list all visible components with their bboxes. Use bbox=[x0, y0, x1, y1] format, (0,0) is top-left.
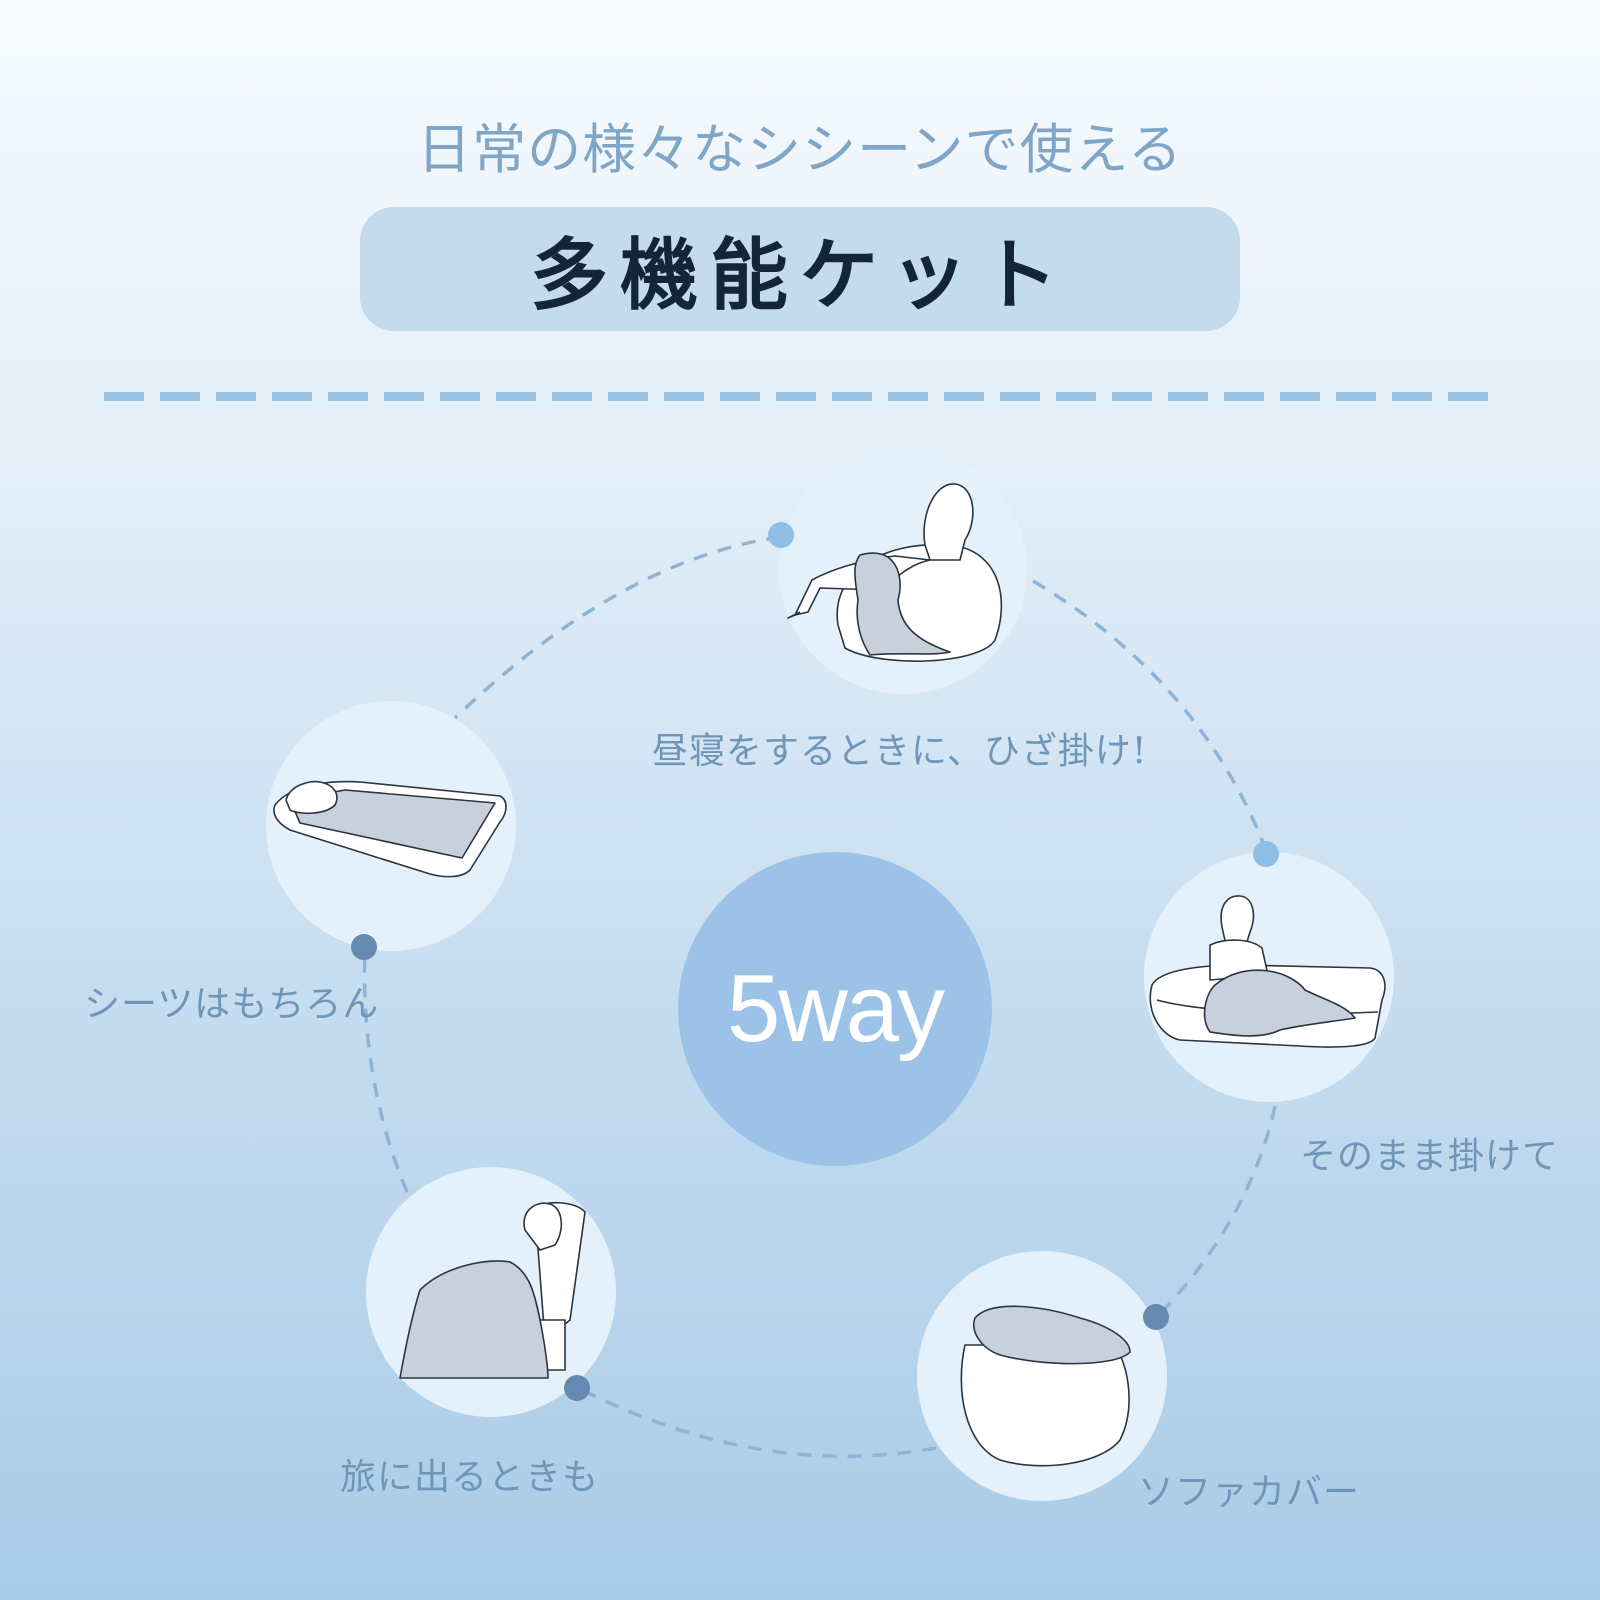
center-circle bbox=[678, 852, 992, 1166]
title-banner: 多機能ケット bbox=[360, 207, 1240, 331]
dashed-connectors bbox=[362, 535, 1277, 1458]
page-title: 多機能ケット bbox=[529, 231, 1070, 321]
subtitle: 日常の様々なシシーンで使える bbox=[417, 118, 1183, 181]
center-label: 5way bbox=[726, 955, 945, 1062]
person-on-mattress-with-blanket-icon bbox=[1149, 895, 1386, 1048]
connector-dot-3 bbox=[1143, 1304, 1169, 1330]
connector-dot-5 bbox=[351, 934, 377, 960]
connector-3 bbox=[1156, 1105, 1277, 1318]
connector-dot-2 bbox=[1253, 841, 1279, 867]
connector-5 bbox=[362, 947, 409, 1193]
use-label-1: 昼寝をするときに、ひざ掛け! bbox=[652, 731, 1148, 772]
connector-1 bbox=[453, 535, 781, 720]
use-label-5: シーツはもちろん bbox=[84, 984, 380, 1025]
connector-4 bbox=[577, 1386, 937, 1458]
person-in-seat-with-blanket-icon bbox=[399, 1201, 586, 1379]
use-label-4: 旅に出るときも bbox=[340, 1457, 600, 1498]
use-label-3: ソファカバー bbox=[1138, 1472, 1361, 1513]
person-on-beanbag-with-blanket-icon bbox=[787, 483, 1003, 662]
beanbag-sofa-cover-icon bbox=[960, 1305, 1131, 1467]
mattress-sheet-icon bbox=[273, 780, 507, 878]
connector-dot-4 bbox=[564, 1375, 590, 1401]
dashed-divider bbox=[104, 392, 1496, 401]
connector-2 bbox=[1032, 579, 1268, 851]
connector-dot-1 bbox=[768, 522, 794, 548]
use-label-2: そのまま掛けて bbox=[1300, 1136, 1560, 1177]
